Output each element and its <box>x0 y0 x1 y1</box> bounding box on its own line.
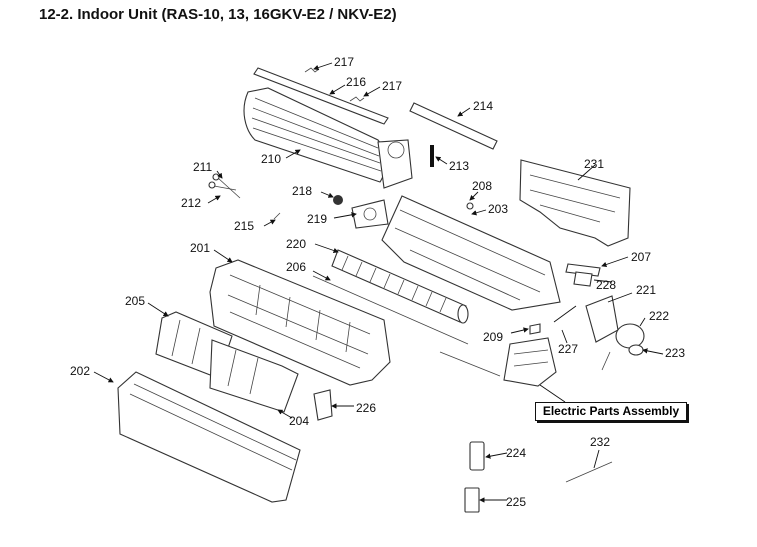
part-label-205: 205 <box>125 294 145 308</box>
part-label-228: 228 <box>596 278 616 292</box>
part-label-203: 203 <box>488 202 508 216</box>
leader-lines <box>93 62 664 503</box>
motor-cover-part <box>585 295 619 343</box>
part-label-201: 201 <box>190 241 210 255</box>
part-label-213: 213 <box>449 159 469 173</box>
remote-holder-part <box>464 487 480 513</box>
wire-part <box>553 305 577 323</box>
part-label-221: 221 <box>636 283 656 297</box>
panel-clip-part <box>313 389 333 421</box>
fan-shaft-rod-part <box>312 275 469 345</box>
motor-band-part <box>565 263 601 277</box>
part-label-215: 215 <box>234 219 254 233</box>
part-label-217: 217 <box>382 79 402 93</box>
part-label-216: 216 <box>346 75 366 89</box>
part-label-207: 207 <box>631 250 651 264</box>
part-label-212: 212 <box>181 196 201 210</box>
part-label-217: 217 <box>334 55 354 69</box>
part-label-211: 211 <box>193 160 212 174</box>
cable-part <box>565 461 613 483</box>
mounting-plate-part <box>519 159 631 247</box>
part-label-218: 218 <box>292 184 312 198</box>
part-label-222: 222 <box>649 309 669 323</box>
cross-flow-fan-part <box>331 249 469 324</box>
part-label-206: 206 <box>286 260 306 274</box>
electric-box-part <box>439 337 557 387</box>
part-label-220: 220 <box>286 237 306 251</box>
bearing-holder-part <box>351 199 389 229</box>
part-label-209: 209 <box>483 330 503 344</box>
part-label-223: 223 <box>665 346 685 360</box>
part-label-224: 224 <box>506 446 526 460</box>
motor-rubber-part <box>628 344 644 356</box>
part-label-204: 204 <box>289 414 309 428</box>
front-panel-part <box>117 371 301 503</box>
clip-part <box>304 67 365 102</box>
small-screw-part <box>273 212 281 220</box>
screw-part <box>208 173 241 199</box>
part-label-214: 214 <box>473 99 493 113</box>
part-label-202: 202 <box>70 364 90 378</box>
part-label-210: 210 <box>261 152 281 166</box>
part-label-231: 231 <box>584 157 604 171</box>
front-frame-part <box>209 259 391 386</box>
part-label-219: 219 <box>307 212 327 226</box>
bearing-part <box>333 195 343 205</box>
sensor-cap-part <box>466 202 474 210</box>
air-filter-part <box>155 311 299 413</box>
part-label-227: 227 <box>558 342 578 356</box>
part-label-226: 226 <box>356 401 376 415</box>
part-label-208: 208 <box>472 179 492 193</box>
remote-control-part <box>469 441 485 471</box>
pipe-insulation-part <box>409 102 498 150</box>
electric-parts-assembly-label: Electric Parts Assembly <box>535 402 687 421</box>
top-strip-part <box>253 67 389 125</box>
part-label-225: 225 <box>506 495 526 509</box>
fuse-holder-part <box>529 323 541 335</box>
page-title: 12-2. Indoor Unit (RAS-10, 13, 16GKV-E2 … <box>39 6 397 23</box>
chassis-part <box>381 195 561 311</box>
motor-bracket-part <box>573 271 593 287</box>
heat-exchanger-part <box>243 87 413 189</box>
part-label-232: 232 <box>590 435 610 449</box>
